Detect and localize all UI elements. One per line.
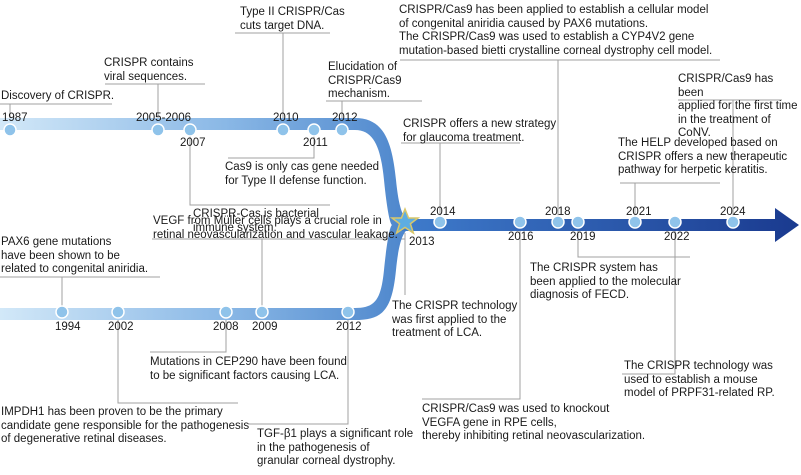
event-2008: Mutations in CEP290 have been found to b… (150, 356, 347, 382)
event-2024: CRISPR/Cas9 has been applied for the fir… (678, 73, 798, 139)
year-1987: 1987 (2, 112, 28, 124)
year-2022: 2022 (664, 231, 690, 243)
year-2024: 2024 (720, 206, 746, 218)
node-2014 (433, 215, 447, 229)
year-2005-2006: 2005-2006 (136, 112, 191, 124)
event-2009: VEGF from Müller cells plays a crucial r… (153, 215, 398, 241)
event-2005-2006: CRISPR contains viral sequences. (104, 57, 194, 83)
year-2012-bottom: 2012 (336, 321, 362, 333)
year-2008: 2008 (213, 321, 239, 333)
node-2011 (307, 123, 321, 137)
node-2007 (183, 123, 197, 137)
node-2002 (111, 305, 125, 319)
event-2022: The CRISPR technology was used to establ… (624, 360, 775, 399)
year-2021: 2021 (626, 206, 652, 218)
event-1994: PAX6 gene mutations have been shown to b… (1, 236, 149, 275)
event-2014: CRISPR offers a new strategy for glaucom… (403, 118, 557, 144)
event-2019: The CRISPR system has been applied to th… (530, 262, 681, 301)
year-2007: 2007 (180, 137, 206, 149)
timeline-nodes (3, 123, 740, 319)
year-2018: 2018 (545, 206, 571, 218)
node-2024 (726, 215, 740, 229)
year-2009: 2009 (252, 321, 278, 333)
node-2010 (276, 123, 290, 137)
event-2010: Type II CRISPR/Cas cuts target DNA. (240, 6, 345, 32)
node-2018 (551, 215, 565, 229)
year-2019: 2019 (570, 231, 596, 243)
node-1994 (55, 305, 69, 319)
year-1994: 1994 (55, 321, 81, 333)
event-2013: The CRISPR technology was first applied … (392, 300, 518, 339)
year-2013: 2013 (409, 236, 435, 248)
node-2012-top (335, 123, 349, 137)
event-2012-bottom: TGF-β1 plays a significant role in the p… (257, 428, 414, 467)
event-2021: The HELP developed based on CRISPR offer… (618, 137, 788, 176)
year-2012-top: 2012 (332, 112, 358, 124)
node-2009 (255, 305, 269, 319)
year-2010: 2010 (273, 112, 299, 124)
node-2008 (219, 305, 233, 319)
timeline-track (0, 118, 799, 320)
year-2002: 2002 (108, 321, 134, 333)
event-2007: CRISPR-Cas is bacterial immune system. (193, 208, 319, 234)
connector-lines (0, 32, 782, 425)
node-2022 (668, 215, 682, 229)
event-2012-top: Elucidation of CRISPR/Cas9 mechanism. (328, 61, 402, 100)
node-2005-2006 (151, 123, 165, 137)
year-2016: 2016 (508, 231, 534, 243)
node-2019 (571, 215, 585, 229)
node-2021 (628, 215, 642, 229)
node-1987 (3, 123, 17, 137)
node-2012-bottom (341, 305, 355, 319)
year-2014: 2014 (430, 206, 456, 218)
star-2013-icon (389, 206, 421, 235)
event-2016: CRISPR/Cas9 was used to knockout VEGFA g… (422, 403, 646, 442)
event-1987: Discovery of CRISPR. (1, 90, 115, 102)
event-2011: Cas9 is only cas gene needed for Type II… (225, 161, 380, 187)
event-2018: CRISPR/Cas9 has been applied to establis… (399, 4, 713, 57)
year-2011: 2011 (303, 137, 328, 149)
node-2016 (513, 215, 527, 229)
event-2002: IMPDH1 has been proven to be the primary… (1, 406, 250, 445)
